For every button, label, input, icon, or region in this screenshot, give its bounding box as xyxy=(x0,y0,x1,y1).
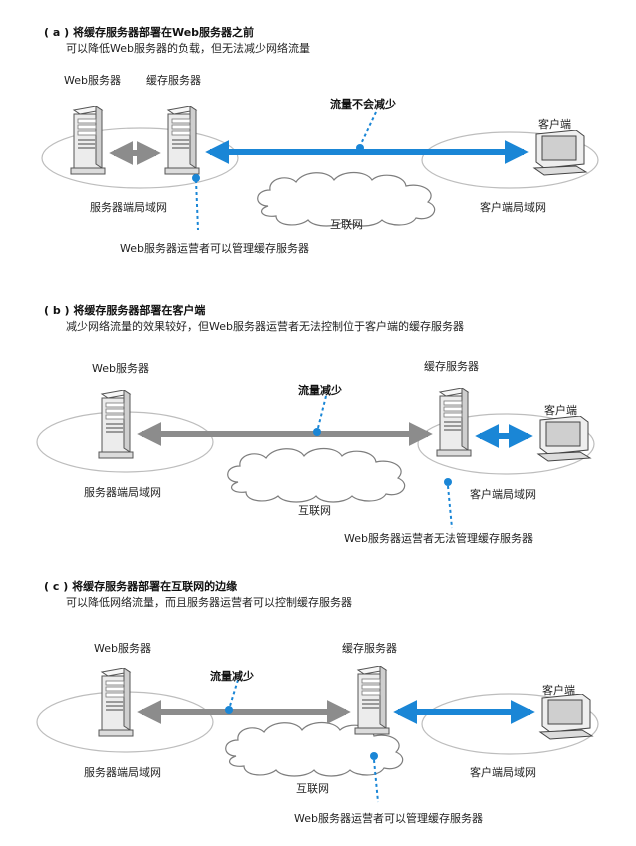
client-lan-label: 客户端局域网 xyxy=(470,488,536,501)
client-computer-icon xyxy=(533,130,587,176)
traffic-label: 流量不会减少 xyxy=(330,98,396,111)
traffic-leader-dot xyxy=(313,428,321,436)
web-server-label: Web服务器 xyxy=(64,74,121,87)
panel-b-heading: ( b ) 将缓存服务器部署在客户端 xyxy=(44,304,206,317)
panel-a-heading: ( a ) 将缓存服务器部署在Web服务器之前 xyxy=(44,26,255,39)
client-lan-ellipse xyxy=(421,693,599,755)
operator-leader-dot xyxy=(444,478,452,486)
panel-c-subheading: 可以降低网络流量，而且服务器运营者可以控制缓存服务器 xyxy=(66,596,352,609)
panel-c: ( c ) 将缓存服务器部署在互联网的边缘 可以降低网络流量，而且服务器运营者可… xyxy=(0,560,636,846)
panel-c-diagram xyxy=(36,666,599,803)
web-server-icon xyxy=(98,390,134,459)
web-server-icon xyxy=(70,106,106,175)
operator-leader-dot xyxy=(370,752,378,760)
cache-server-icon xyxy=(436,388,472,457)
cache-server-label: 缓存服务器 xyxy=(424,360,479,373)
client-lan-label: 客户端局域网 xyxy=(480,201,546,214)
web-server-icon xyxy=(98,668,134,737)
internet-label: 互联网 xyxy=(296,782,329,795)
server-lan-label: 服务器端局域网 xyxy=(84,486,161,499)
operator-note: Web服务器运营者可以管理缓存服务器 xyxy=(294,812,483,825)
client-label: 客户端 xyxy=(544,404,577,417)
operator-note: Web服务器运营者可以管理缓存服务器 xyxy=(120,242,309,255)
client-label: 客户端 xyxy=(542,684,575,697)
traffic-leader-dot xyxy=(356,144,364,152)
client-computer-icon xyxy=(539,694,593,740)
traffic-leader-line xyxy=(359,111,377,147)
panel-a-subheading: 可以降低Web服务器的负载，但无法减少网络流量 xyxy=(66,42,310,55)
panel-b: ( b ) 将缓存服务器部署在客户端 减少网络流量的效果较好，但Web服务器运营… xyxy=(0,290,636,560)
traffic-leader-line xyxy=(317,395,327,429)
traffic-leader-dot xyxy=(225,706,233,714)
client-computer-icon xyxy=(537,416,591,462)
web-server-label: Web服务器 xyxy=(92,362,149,375)
internet-cloud-icon xyxy=(227,447,406,503)
internet-label: 互联网 xyxy=(330,218,363,231)
operator-note: Web服务器运营者无法管理缓存服务器 xyxy=(344,532,533,545)
web-server-label: Web服务器 xyxy=(94,642,151,655)
traffic-leader-line xyxy=(229,679,239,707)
cache-server-label: 缓存服务器 xyxy=(342,642,397,655)
server-lan-label: 服务器端局域网 xyxy=(90,201,167,214)
operator-leader-dot xyxy=(192,174,200,182)
panel-a: ( a ) 将缓存服务器部署在Web服务器之前 可以降低Web服务器的负载，但无… xyxy=(0,0,636,290)
traffic-label: 流量减少 xyxy=(298,384,342,397)
panel-b-subheading: 减少网络流量的效果较好，但Web服务器运营者无法控制位于客户端的缓存服务器 xyxy=(66,320,464,333)
cache-server-icon xyxy=(164,106,200,175)
panel-b-diagram xyxy=(36,388,595,529)
operator-leader-line xyxy=(373,759,379,803)
operator-leader-line xyxy=(195,179,199,231)
panel-c-heading: ( c ) 将缓存服务器部署在互联网的边缘 xyxy=(44,580,238,593)
client-label: 客户端 xyxy=(538,118,571,131)
server-lan-label: 服务器端局域网 xyxy=(84,766,161,779)
internet-label: 互联网 xyxy=(298,504,331,517)
server-lan-ellipse xyxy=(41,127,239,189)
cache-server-icon xyxy=(354,666,390,735)
panel-a-diagram xyxy=(41,106,599,231)
operator-leader-line xyxy=(447,485,453,529)
client-lan-label: 客户端局域网 xyxy=(470,766,536,779)
traffic-label: 流量减少 xyxy=(210,670,254,683)
cache-server-label: 缓存服务器 xyxy=(146,74,201,87)
